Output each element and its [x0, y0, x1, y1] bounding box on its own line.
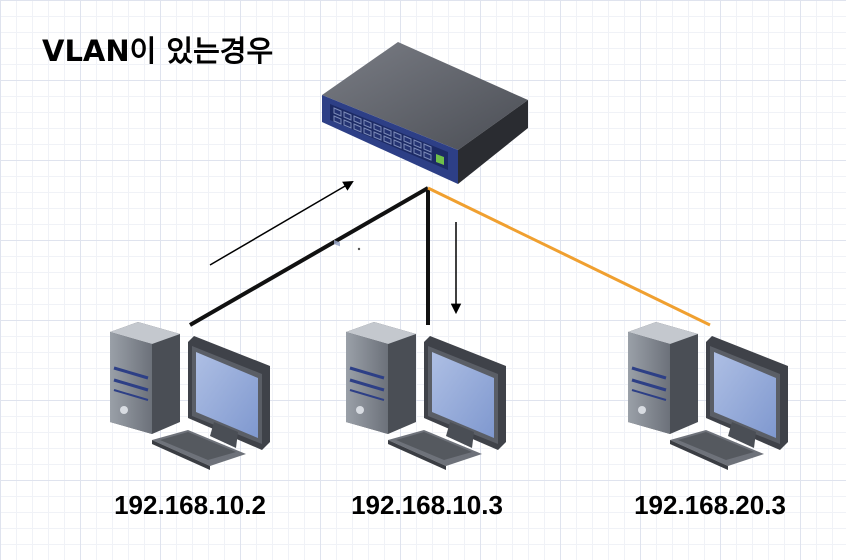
link-host1-switch: [189, 186, 429, 327]
host-ip-label: 192.168.10.2: [114, 490, 266, 520]
desktop-computer-icon: [108, 320, 272, 472]
flow-arrow-icon: [209, 180, 354, 266]
desktop-computer-icon: [344, 320, 508, 472]
link-host3-switch-other-vlan: [427, 186, 711, 327]
desktop-computer-icon: [626, 320, 790, 472]
stray-dot: [357, 247, 361, 251]
diagram-title: VLAN이 있는경우: [42, 34, 274, 68]
host-ip-label: 192.168.20.3: [634, 490, 786, 520]
host-ip-label: 192.168.10.3: [351, 490, 503, 520]
network-switch-icon: [322, 42, 528, 247]
